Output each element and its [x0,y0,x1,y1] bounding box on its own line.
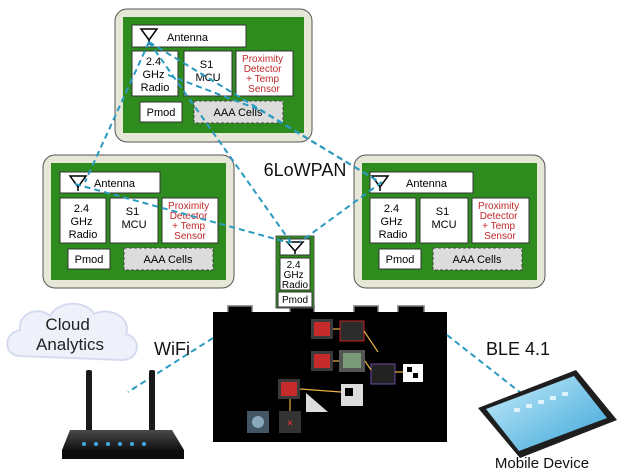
sensor-label: Proximity Detector + Temp Sensor [478,201,522,242]
battery-label: AAA Cells [453,254,502,266]
pmod-box [67,248,111,270]
sensor-box [235,50,294,97]
pmod-box [139,101,183,123]
radio-label: 2.4 GHz Radio [69,203,98,241]
cloud-icon [6,302,138,362]
svg-text:✕: ✕ [286,418,294,428]
gateway-pmod-label: Pmod [282,295,308,306]
sensor-node-left: Antenna 2.4 GHz Radio S1 MCU Proximity D… [42,154,235,289]
mcu-box [183,50,233,97]
battery-box [432,247,523,271]
mcu-label: S1 MCU [121,206,146,231]
antenna-icon [285,241,305,254]
mesh-links [74,41,383,245]
mcu-label: S1 MCU [431,206,456,231]
pmod-label: Pmod [75,254,104,266]
gateway-blocks: ✕ [247,319,423,433]
antenna-label: Antenna [406,178,448,190]
tablet-icon [478,370,617,458]
gateway-radio-label: 2.4 GHz Radio [282,260,309,291]
antenna-label: Antenna [94,178,136,190]
radio-box [59,197,107,244]
mcu-box [109,197,159,244]
antenna-label: Antenna [167,32,209,44]
antenna-box [131,24,247,48]
sensor-box [161,197,219,244]
radio-label: 2.4 GHz Radio [379,203,408,241]
radio-label: 2.4 GHz Radio [141,56,170,94]
mobile-label: Mobile Device [495,455,589,472]
antenna-box [369,171,474,194]
wifi-router-icon [62,370,184,459]
sensor-box [471,197,530,244]
gateway-board: ✕ [213,305,447,442]
antenna-icon [370,175,390,191]
pmod-box [378,248,422,270]
pmod-label: Pmod [147,107,176,119]
sensor-node-top: Antenna 2.4 GHz Radio S1 MCU Proximity D… [114,8,313,143]
battery-box [123,247,214,271]
battery-label: AAA Cells [214,107,263,119]
wan-links [127,334,522,394]
pmod-label: Pmod [386,254,415,266]
network-label: 6LoWPAN [264,160,347,180]
antenna-icon [68,175,88,191]
sensor-label: Proximity Detector + Temp Sensor [242,54,286,95]
ble-label: BLE 4.1 [486,339,550,359]
gateway-radio-module: 2.4 GHz Radio Pmod [275,235,315,309]
sensor-label: Proximity Detector + Temp Sensor [168,201,212,242]
cloud-label: Cloud Analytics [36,315,104,354]
wifi-label: WiFi [154,339,190,359]
battery-box [193,100,284,124]
battery-label: AAA Cells [144,254,193,266]
mcu-box [419,197,469,244]
sensor-node-right: Antenna 2.4 GHz Radio S1 MCU Proximity D… [353,154,546,289]
radio-box [369,197,417,244]
